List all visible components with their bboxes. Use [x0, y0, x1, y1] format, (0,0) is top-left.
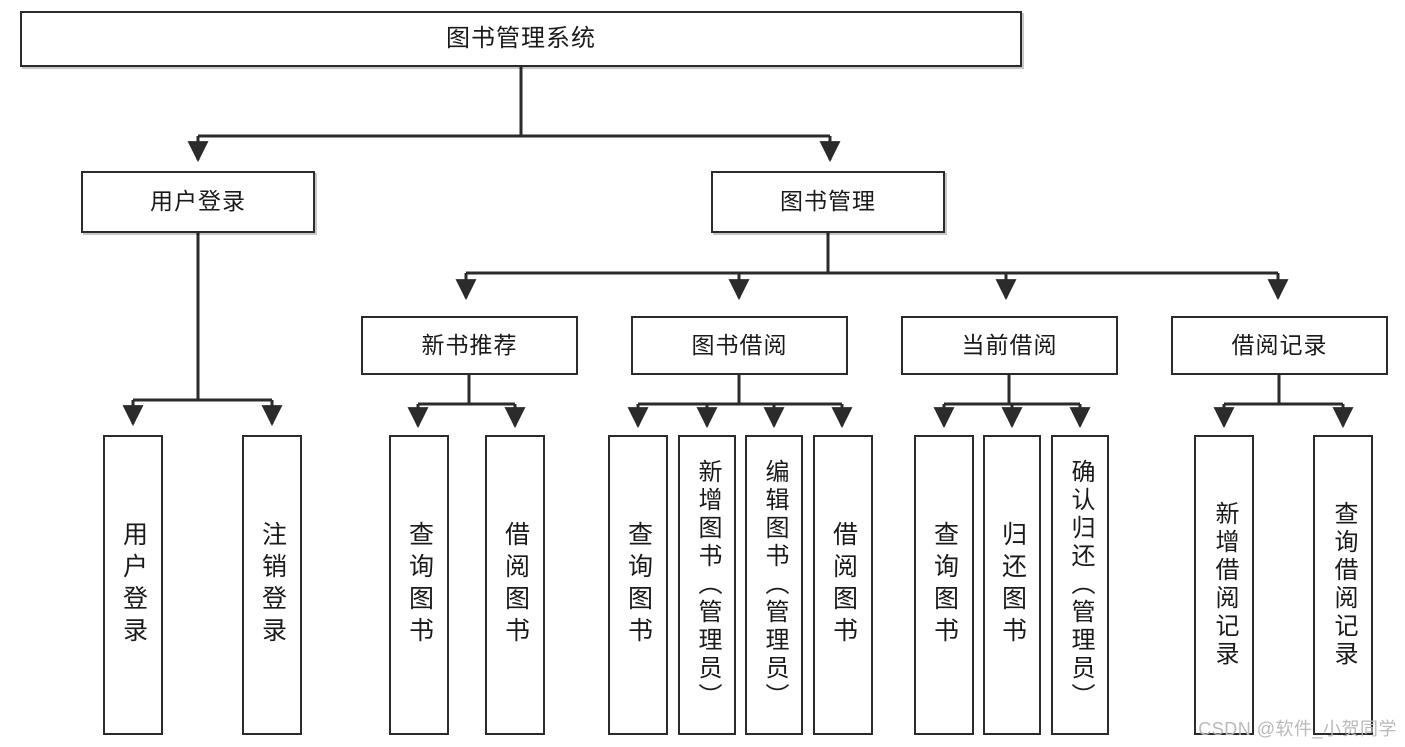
- node-leaf-borrow-book-1-label: 借阅图书: [501, 521, 530, 649]
- node-current-borrow[interactable]: 当前借阅: [901, 316, 1118, 375]
- node-root-label: 图书管理系统: [446, 24, 596, 52]
- watermark-text: CSDN @软件_小贺同学: [1198, 719, 1397, 739]
- node-leaf-query-record[interactable]: 查询借阅记录: [1313, 435, 1373, 735]
- node-leaf-return-book[interactable]: 归还图书: [983, 435, 1041, 735]
- node-leaf-query-book-1[interactable]: 查询图书: [389, 435, 449, 735]
- node-current-borrow-label: 当前借阅: [961, 331, 1058, 358]
- node-new-book-recommend-label: 新书推荐: [421, 331, 518, 358]
- node-leaf-query-book-2-label: 查询图书: [624, 521, 653, 649]
- node-user-login-label: 用户登录: [150, 188, 246, 215]
- node-leaf-confirm-return-label: 确认归还（管理员）: [1067, 459, 1094, 711]
- node-borrow-record-label: 借阅记录: [1231, 331, 1328, 358]
- node-leaf-user-logout[interactable]: 注销登录: [242, 435, 302, 735]
- node-leaf-query-record-label: 查询借阅记录: [1330, 501, 1357, 669]
- node-new-book-recommend[interactable]: 新书推荐: [361, 316, 578, 375]
- node-leaf-query-book-3-label: 查询图书: [930, 521, 959, 649]
- node-leaf-confirm-return[interactable]: 确认归还（管理员）: [1051, 435, 1109, 735]
- node-leaf-borrow-book-1[interactable]: 借阅图书: [485, 435, 545, 735]
- node-leaf-user-login[interactable]: 用户登录: [103, 435, 163, 735]
- node-leaf-user-login-label: 用户登录: [119, 521, 148, 649]
- node-user-login[interactable]: 用户登录: [81, 171, 315, 233]
- node-book-manage[interactable]: 图书管理: [711, 171, 945, 233]
- node-leaf-return-book-label: 归还图书: [998, 521, 1027, 649]
- node-leaf-query-book-3[interactable]: 查询图书: [914, 435, 974, 735]
- node-root[interactable]: 图书管理系统: [20, 11, 1022, 67]
- node-leaf-query-book-1-label: 查询图书: [405, 521, 434, 649]
- node-leaf-add-book[interactable]: 新增图书（管理员）: [678, 435, 736, 735]
- node-leaf-add-record-label: 新增借阅记录: [1211, 501, 1238, 669]
- node-leaf-query-book-2[interactable]: 查询图书: [608, 435, 668, 735]
- node-book-borrow-label: 图书借阅: [691, 331, 788, 358]
- node-leaf-borrow-book-2-label: 借阅图书: [829, 521, 858, 649]
- node-book-borrow[interactable]: 图书借阅: [631, 316, 848, 375]
- node-leaf-edit-book-label: 编辑图书（管理员）: [761, 459, 788, 711]
- node-borrow-record[interactable]: 借阅记录: [1171, 316, 1388, 375]
- node-leaf-add-book-label: 新增图书（管理员）: [694, 459, 721, 711]
- node-book-manage-label: 图书管理: [780, 188, 876, 215]
- node-leaf-add-record[interactable]: 新增借阅记录: [1194, 435, 1254, 735]
- node-leaf-borrow-book-2[interactable]: 借阅图书: [813, 435, 873, 735]
- node-leaf-edit-book[interactable]: 编辑图书（管理员）: [745, 435, 803, 735]
- node-leaf-user-logout-label: 注销登录: [258, 521, 287, 649]
